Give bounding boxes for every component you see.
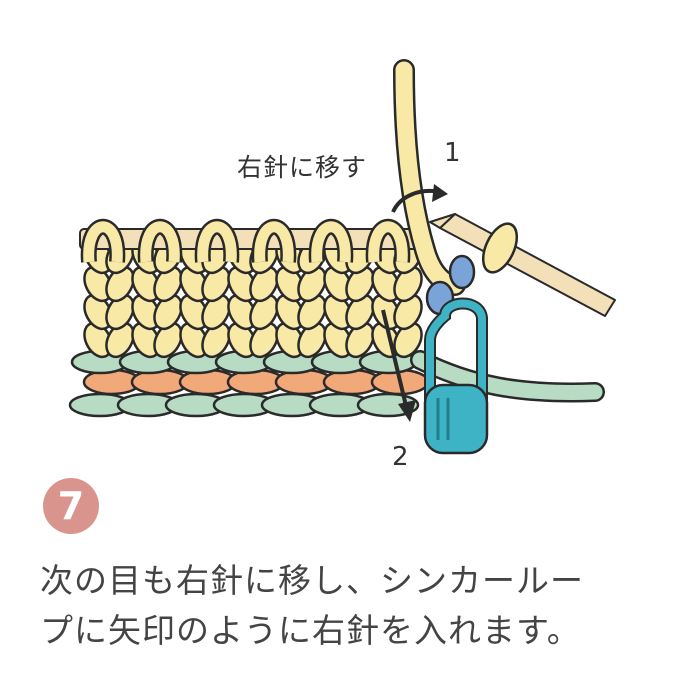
yarn-bump bbox=[249, 293, 279, 331]
annotation-move-to-right-needle: 右針に移す bbox=[237, 153, 368, 182]
needle-loops bbox=[80, 218, 411, 263]
arrow-2 bbox=[381, 309, 409, 411]
step-number-badge: 7 bbox=[43, 478, 99, 534]
yarn-bump bbox=[393, 321, 423, 359]
yarn-bump bbox=[297, 293, 327, 331]
arrow-2-label: 2 bbox=[392, 442, 409, 472]
needle-loop bbox=[254, 221, 294, 263]
stitch-marker-icon bbox=[423, 297, 489, 455]
needle-loop bbox=[368, 221, 408, 263]
instruction-line-2: プに矢印のように右針を入れます。 bbox=[40, 611, 581, 650]
step-instructions: 次の目も右針に移し、シンカールー プに矢印のように右針を入れます。 bbox=[40, 556, 680, 656]
needle-loop bbox=[197, 221, 237, 263]
yarn-bump bbox=[201, 293, 231, 331]
yarn-bump bbox=[105, 293, 135, 331]
needle-loop bbox=[140, 221, 180, 263]
yarn-bump bbox=[105, 265, 135, 303]
needle-loop bbox=[311, 221, 351, 263]
instruction-line-1: 次の目も右針に移し、シンカールー bbox=[40, 561, 584, 600]
knitting-diagram bbox=[68, 59, 616, 455]
yarn-bump bbox=[393, 293, 423, 331]
yarn-bump bbox=[393, 265, 423, 303]
yarn-bump bbox=[297, 321, 327, 359]
yarn-bump bbox=[153, 293, 183, 331]
needle-loop bbox=[83, 221, 123, 263]
yarn-bump bbox=[105, 321, 135, 359]
yarn-bump bbox=[153, 321, 183, 359]
knitted-fabric bbox=[68, 237, 430, 418]
yarn-bump bbox=[345, 265, 375, 303]
knitting-needle-icon bbox=[429, 213, 616, 317]
yarn-bump bbox=[297, 265, 327, 303]
yarn-bump bbox=[249, 265, 279, 303]
yarn-bump bbox=[345, 321, 375, 359]
arrow-1-label: 1 bbox=[444, 138, 461, 168]
yarn-bump bbox=[249, 321, 279, 359]
yarn-bump bbox=[345, 293, 375, 331]
knitting-illustration: 右針に移す 1 2 bbox=[68, 59, 616, 472]
yarn-bump bbox=[201, 265, 231, 303]
yarn-bump bbox=[201, 321, 231, 359]
yarn-bump bbox=[153, 265, 183, 303]
